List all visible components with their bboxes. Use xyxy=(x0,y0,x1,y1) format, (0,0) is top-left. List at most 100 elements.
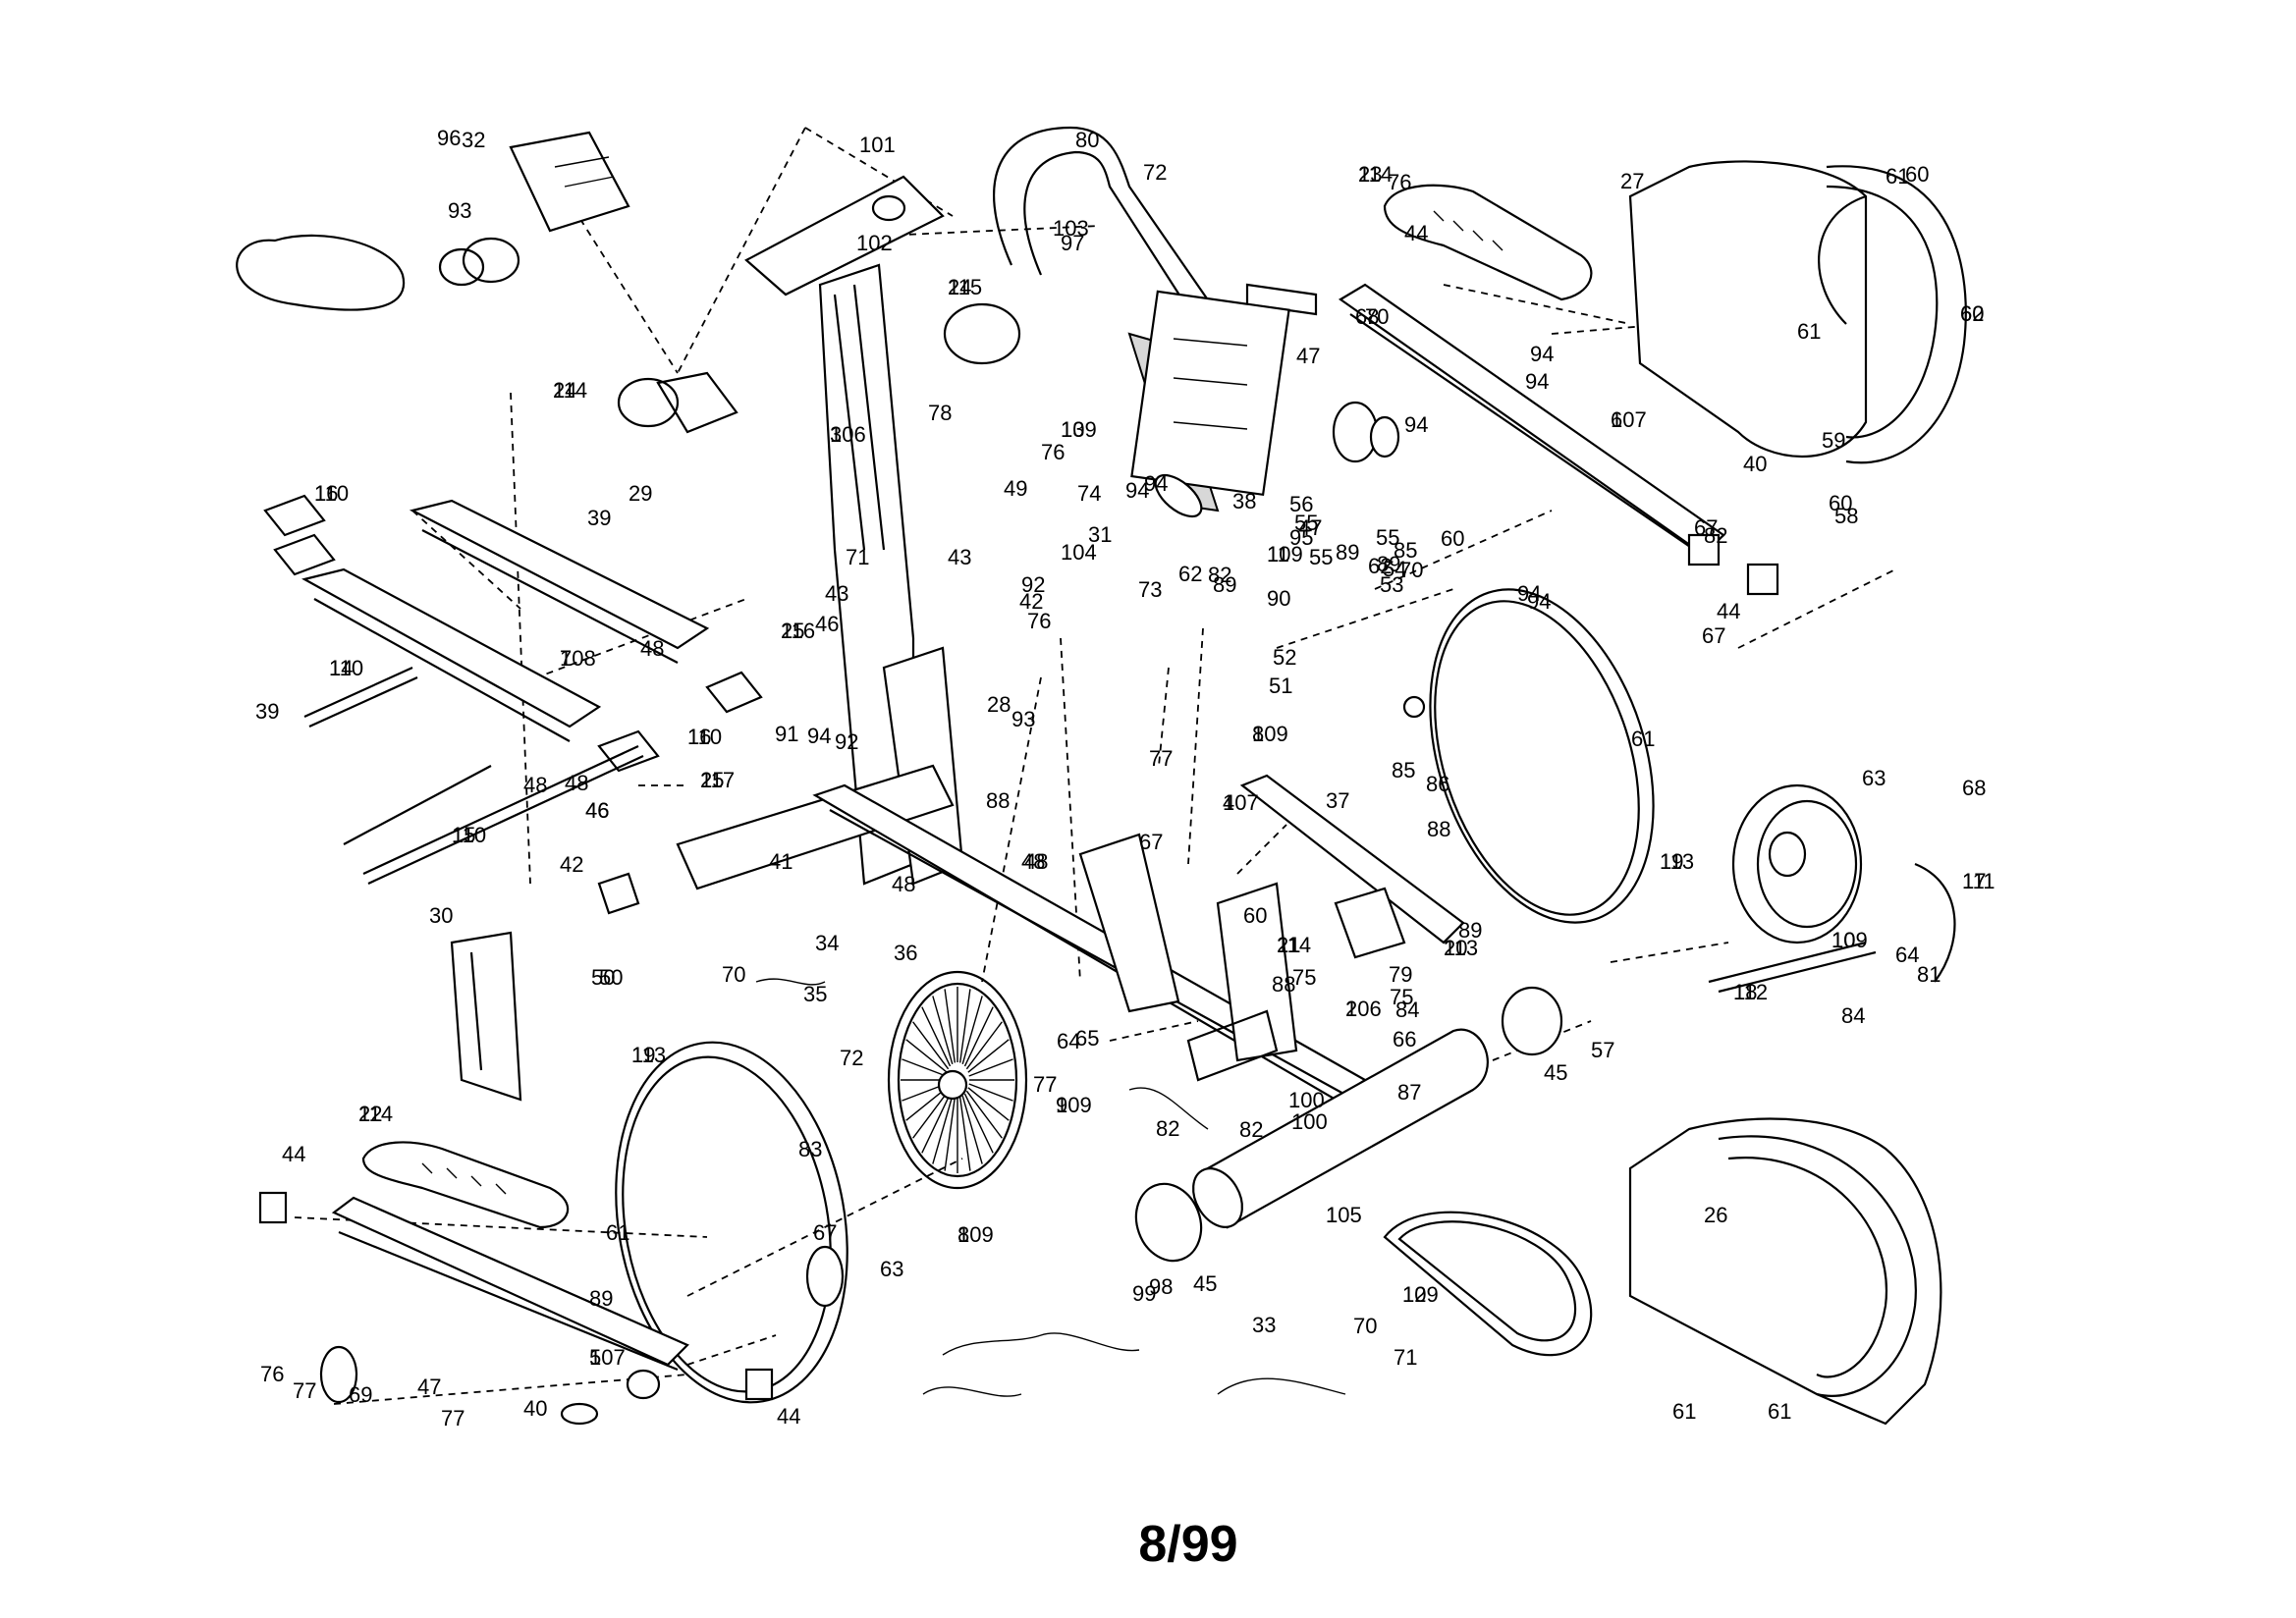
part-label: 94 xyxy=(1530,342,1554,366)
part-label: 99 xyxy=(1132,1281,1156,1306)
fan-spoke xyxy=(944,1097,957,1171)
part-label: 3 xyxy=(830,422,842,447)
part-label: 15 xyxy=(452,823,475,847)
part-label: 110 xyxy=(314,481,349,506)
part-label: 75 xyxy=(1390,985,1413,1009)
part-label: 17 xyxy=(1962,869,1986,893)
part-label: 94 xyxy=(1144,471,1168,496)
part-label: 48 xyxy=(640,636,664,661)
part-label: 100 xyxy=(1291,1109,1328,1134)
part-label: 102 xyxy=(856,231,893,255)
part-label: 113 xyxy=(1660,849,1694,874)
part-label: 68 xyxy=(1355,304,1379,329)
part-label: 93 xyxy=(448,198,471,223)
part-label: 67 xyxy=(1139,830,1163,854)
part-label: 6 xyxy=(1611,407,1622,432)
drive-belt xyxy=(1383,1211,1593,1357)
fan-wheel xyxy=(887,970,1028,1190)
part-label: 88 xyxy=(1427,817,1450,841)
part-label: 39 xyxy=(255,699,279,724)
part-label: 85 xyxy=(1394,538,1417,563)
part-label: 75 xyxy=(1292,965,1316,990)
part-label: 71 xyxy=(1394,1345,1417,1370)
fan-spoke xyxy=(932,1096,954,1164)
part-label: 89 xyxy=(1377,552,1400,576)
part-label: 42 xyxy=(1019,589,1043,614)
part-label: 82 xyxy=(1208,563,1231,587)
part-label: 50 xyxy=(591,965,615,990)
part-label: 46 xyxy=(815,612,839,636)
part-label: 106 xyxy=(830,422,866,447)
part-label: 32 xyxy=(462,128,485,152)
lower-shroud xyxy=(1628,1117,1942,1426)
part-label: 4 xyxy=(1223,790,1234,815)
part-label: 94 xyxy=(807,724,831,748)
part-label: 72 xyxy=(840,1046,863,1070)
part-label: 28 xyxy=(987,692,1011,717)
part-label: 86 xyxy=(1426,772,1449,796)
part-label: 72 xyxy=(1143,160,1167,185)
part-label: 117 xyxy=(700,768,735,792)
part-label: 82 xyxy=(1704,523,1727,548)
part-label: 85 xyxy=(1392,758,1415,782)
part-label: 94 xyxy=(1527,589,1551,614)
part-label: 98 xyxy=(1149,1274,1173,1299)
part-label: 109 xyxy=(1056,1093,1092,1117)
part-label: 101 xyxy=(859,133,896,157)
part-label: 106 xyxy=(1345,997,1382,1021)
part-label: 60 xyxy=(1243,903,1267,928)
part-label: 70 xyxy=(1353,1314,1377,1338)
part-label: 11 xyxy=(1267,542,1289,566)
part-label: 43 xyxy=(948,545,971,569)
part-label: 40 xyxy=(1743,452,1767,476)
fan-spoke xyxy=(944,989,957,1063)
fan-spoke xyxy=(905,1039,948,1073)
part-label: 44 xyxy=(1717,599,1740,623)
part-label: 60 xyxy=(1960,301,1984,326)
part-label: 8 xyxy=(957,1222,969,1247)
handlebar xyxy=(992,126,1318,518)
part-label: 65 xyxy=(1075,1026,1099,1051)
part-label: 48 xyxy=(1021,849,1045,874)
part-label: 59 xyxy=(1822,428,1845,453)
part-label: 80 xyxy=(1075,128,1099,152)
part-label: 88 xyxy=(1272,972,1295,997)
part-label: 48 xyxy=(1024,849,1048,874)
part-label: 94 xyxy=(1404,412,1428,437)
part-label: 116 xyxy=(781,619,815,643)
part-label: 16 xyxy=(687,725,711,749)
pedal-arm-lower xyxy=(258,1141,774,1426)
part-label: 64 xyxy=(1057,1029,1080,1053)
part-label: 87 xyxy=(1397,1080,1421,1105)
part-label: 89 xyxy=(1213,572,1236,597)
part-label: 63 xyxy=(880,1257,903,1281)
part-label: 67 xyxy=(1702,623,1725,648)
part-label: 20 xyxy=(1444,936,1467,960)
part-label: 61 xyxy=(1797,319,1821,344)
fan-spoke xyxy=(965,1090,1003,1139)
part-label: 61 xyxy=(606,1220,629,1245)
part-label: 31 xyxy=(1088,522,1112,547)
part-label: 47 xyxy=(417,1375,441,1399)
fan-spoke xyxy=(968,1083,1013,1102)
fan-spoke xyxy=(912,1090,950,1139)
part-label: 64 xyxy=(1895,943,1919,967)
part-label: 77 xyxy=(441,1406,465,1430)
part-label: 70 xyxy=(1365,304,1389,329)
part-label: 76 xyxy=(1041,440,1065,464)
part-label: 60 xyxy=(1441,526,1464,551)
part-label: 63 xyxy=(1862,766,1886,790)
part-label: 42 xyxy=(560,852,583,877)
fan-spoke xyxy=(905,1087,948,1121)
fan-spoke xyxy=(961,1096,983,1164)
part-label: 47 xyxy=(1298,515,1322,540)
part-label: 35 xyxy=(803,982,827,1006)
part-label: 16 xyxy=(314,481,338,506)
part-label: 29 xyxy=(629,481,652,506)
part-label: 60 xyxy=(1905,162,1929,187)
base-frame-left xyxy=(263,494,763,773)
part-label: 38 xyxy=(1232,489,1256,513)
part-label: 108 xyxy=(560,646,596,671)
part-label: 68 xyxy=(1962,776,1986,800)
